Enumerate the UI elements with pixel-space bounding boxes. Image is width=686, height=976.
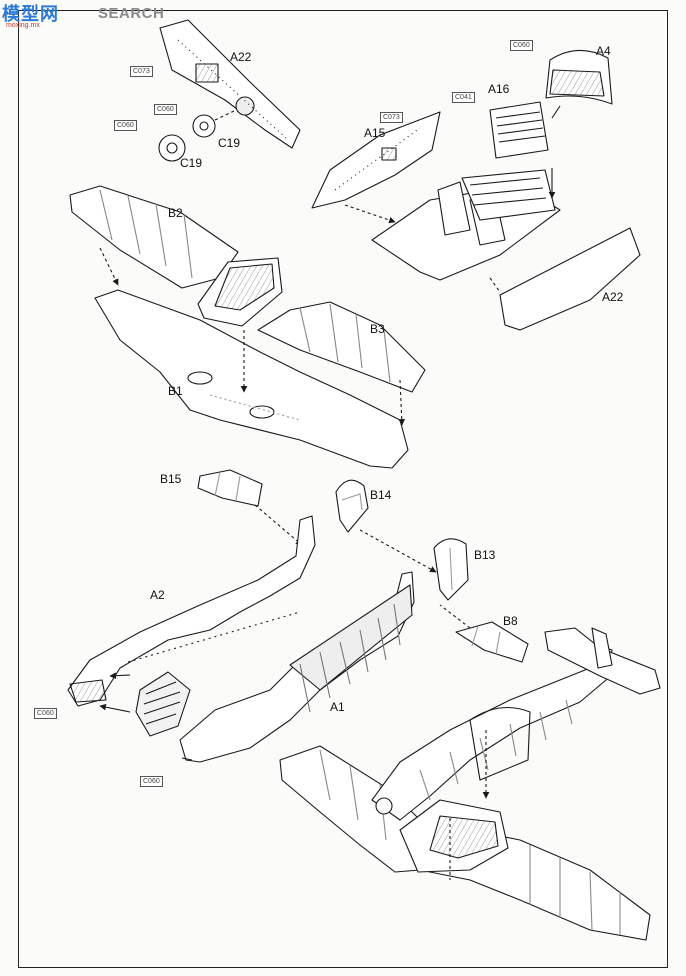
part-a22-top [159,19,301,149]
ref-c060-a: C060 [154,104,177,115]
label-b2: B2 [168,206,183,220]
watermark-url: moxing.mx [6,22,40,29]
part-a16 [489,101,561,159]
page-border [18,10,668,968]
label-b13: B13 [474,548,496,562]
part-a2 [67,515,316,707]
label-b15: B15 [160,472,182,486]
site-watermark: 模型网 SEARCH moxing.mx [2,0,164,32]
part-b13 [433,538,469,601]
part-cockpit-tub [197,257,283,327]
part-a1 [179,571,415,763]
ref-c060-c: C060 [510,40,533,51]
label-a4: A4 [596,44,611,58]
part-a4 [545,49,613,105]
part-b15 [197,469,263,507]
part-b14 [335,479,369,533]
label-a16: A16 [488,82,510,96]
part-b2 [69,185,239,289]
part-b3 [257,301,426,393]
part-a22-bottom [499,227,641,331]
label-a15: A15 [364,126,386,140]
part-b1 [94,289,409,469]
watermark-en: SEARCH [98,5,165,22]
part-b8 [455,621,529,663]
label-c19-b: C19 [180,156,203,170]
label-a22-top: A22 [230,50,252,64]
ref-c060-d: C060 [34,708,57,719]
part-a15 [311,111,441,209]
ref-c060-e: C060 [140,776,163,787]
ref-c073-b: C073 [380,112,403,123]
ref-c060-b: C060 [114,120,137,131]
part-engine [135,671,191,737]
label-a22-bottom: A22 [602,290,624,304]
part-assembled-aircraft [279,627,661,941]
part-cockpit-floor [371,169,561,281]
ref-c073-a: C073 [130,66,153,77]
label-a1: A1 [330,700,345,714]
part-c19 [158,109,237,162]
label-b14: B14 [370,488,392,502]
ref-c041: C041 [452,92,475,103]
watermark-cn: 模型网 [2,4,59,25]
label-b8: B8 [503,614,518,628]
label-c19-a: C19 [218,136,241,150]
label-b3: B3 [370,322,385,336]
label-a2: A2 [150,588,165,602]
label-b1: B1 [168,384,183,398]
